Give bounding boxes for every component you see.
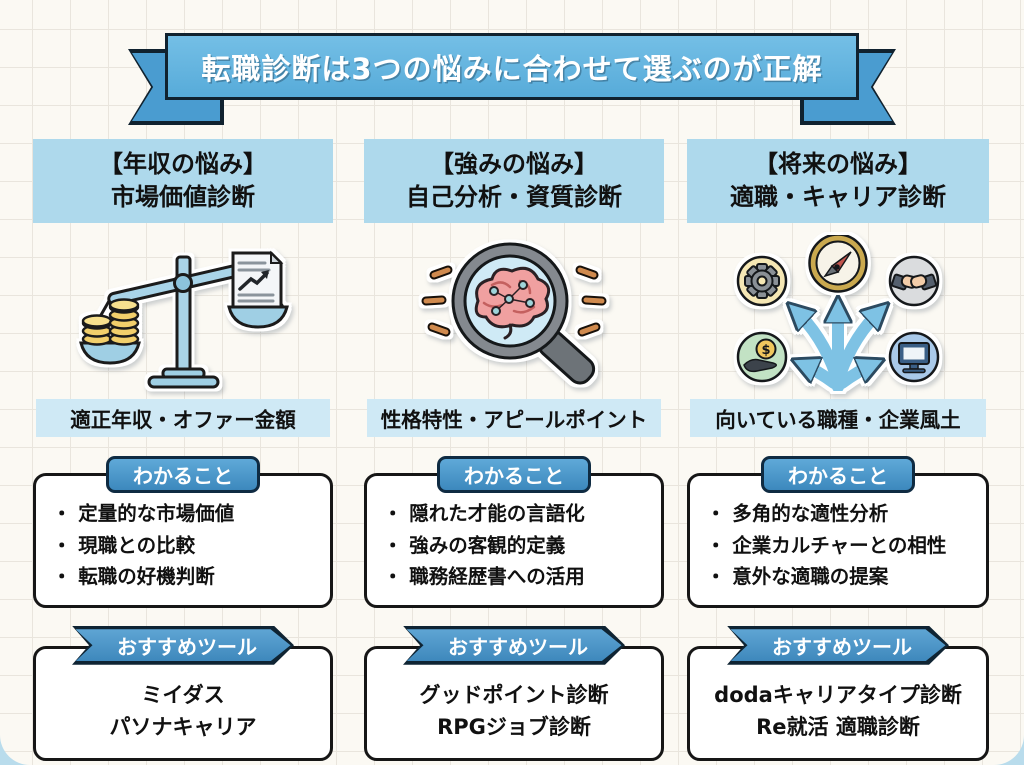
column-strengths-subtitle: 性格特性・アピールポイント [367,399,661,437]
scale-right-pan [227,305,289,329]
coin-stacks-icon [81,298,140,346]
learn-item: ・ 現職との比較 [52,533,196,557]
column-salary-header-line2: 市場価値診断 [111,183,255,211]
column-future-learn-box: ・ 多角的な適性分析 ・ 企業カルチャーとの相性 ・ 意外な適職の提案 [687,473,989,608]
column-future-tools-box: dodaキャリアタイプ診断 Re就活 適職診断 [687,645,989,761]
column-salary-tools-section: おすすめツール ミイダス パソナキャリア [33,646,333,761]
learn-tab-label: わかること [106,456,260,493]
scale-left-pan [79,341,141,365]
column-strengths-learn-box: ・ 隠れた才能の言語化 ・ 強みの客観的定義 ・ 職務経歴書への活用 [364,473,664,608]
balance-scale-icon [79,250,289,389]
column-future-header-line2: 適職・キャリア診断 [730,183,946,211]
money-hand-icon: $ [736,331,788,383]
column-future-icon-area: $ [687,231,989,395]
learn-item: ・ 定量的な市場価値 [52,502,235,525]
column-strengths-header: 【強みの悩み】 自己分析・資質診断 [364,139,664,223]
column-salary-header-line1: 【年収の悩み】 [99,149,267,178]
column-future-header-line1: 【将来の悩み】 [754,149,922,178]
branch-arrows [794,305,882,391]
column-salary-learn-section: わかること ・ 定量的な市場価値 ・ 現職との比較 ・ 転職の好機判断 [33,456,333,608]
column-strengths-tools-box: グッドポイント診断 RPGジョブ診断 [364,645,664,761]
column-salary-subtitle: 適正年収・オファー金額 [36,399,330,437]
learn-item: ・ 多角的な適性分析 [706,502,889,525]
column-strengths: 【強みの悩み】 自己分析・資質診断 [364,139,664,761]
svg-text:$: $ [761,343,770,358]
learn-item: ・ 企業カルチャーとの相性 [706,533,947,557]
ribbon-band: 転職診断は3つの悩みに合わせて選ぶのが正解 [165,33,859,100]
learn-tab-label: わかること [761,456,915,493]
column-salary: 【年収の悩み】 市場価値診断 [33,139,333,761]
monitor-icon [888,331,940,383]
gear-icon [736,255,788,307]
tools-arrow-label: おすすめツール [448,634,588,659]
column-strengths-header-line2: 自己分析・資質診断 [406,183,622,211]
learn-item: ・ 強みの客観的定義 [383,533,566,557]
column-future-tools-section: おすすめツール dodaキャリアタイプ診断 Re就活 適職診断 [687,646,989,761]
tool-name: RPGジョブ診断 [437,715,591,740]
magnifier-brain-icon [421,242,607,385]
tool-name: ミイダス [141,682,225,707]
tools-arrow-label: おすすめツール [117,634,257,659]
column-salary-learn-box: ・ 定量的な市場価値 ・ 現職との比較 ・ 転職の好機判断 [33,473,333,608]
brain-icon [474,266,551,340]
column-strengths-icon-area [364,231,664,395]
column-strengths-tools-section: おすすめツール グッドポイント診断 RPGジョブ診断 [364,646,664,761]
tool-name: パソナキャリア [109,715,257,740]
column-salary-icon-area [33,231,333,395]
tools-arrow-label: おすすめツール [772,634,912,659]
tools-arrow-banner: おすすめツール [727,626,949,665]
learn-item: ・ 転職の好機判断 [52,565,215,589]
tool-name: グッドポイント診断 [419,682,609,707]
column-salary-header: 【年収の悩み】 市場価値診断 [33,139,333,223]
column-future: 【将来の悩み】 適職・キャリア診断 [687,139,989,761]
tools-arrow-banner: おすすめツール [403,626,625,665]
column-future-subtitle: 向いている職種・企業風土 [690,399,986,437]
document-chart-icon [231,250,284,309]
column-salary-tools-box: ミイダス パソナキャリア [33,645,333,761]
title-ribbon: 転職診断は3つの悩みに合わせて選ぶのが正解 [128,33,896,128]
learn-tab-label: わかること [437,456,591,493]
column-strengths-learn-section: わかること ・ 隠れた才能の言語化 ・ 強みの客観的定義 ・ 職務経歴書への活用 [364,456,664,608]
compass-icon [808,235,868,293]
handshake-icon [888,255,940,307]
tool-name: Re就活 適職診断 [756,715,920,740]
tools-arrow-banner: おすすめツール [72,626,294,665]
column-strengths-header-line1: 【強みの悩み】 [430,149,598,178]
learn-item: ・ 隠れた才能の言語化 [383,502,585,525]
branching-paths-icon: $ [736,235,940,391]
column-future-learn-section: わかること ・ 多角的な適性分析 ・ 企業カルチャーとの相性 ・ 意外な適職の提… [687,456,989,608]
learn-item: ・ 職務経歴書への活用 [383,565,585,589]
tool-name: dodaキャリアタイプ診断 [714,682,962,707]
column-future-header: 【将来の悩み】 適職・キャリア診断 [687,139,989,223]
learn-item: ・ 意外な適職の提案 [706,565,889,589]
page-title: 転職診断は3つの悩みに合わせて選ぶのが正解 [201,51,823,86]
